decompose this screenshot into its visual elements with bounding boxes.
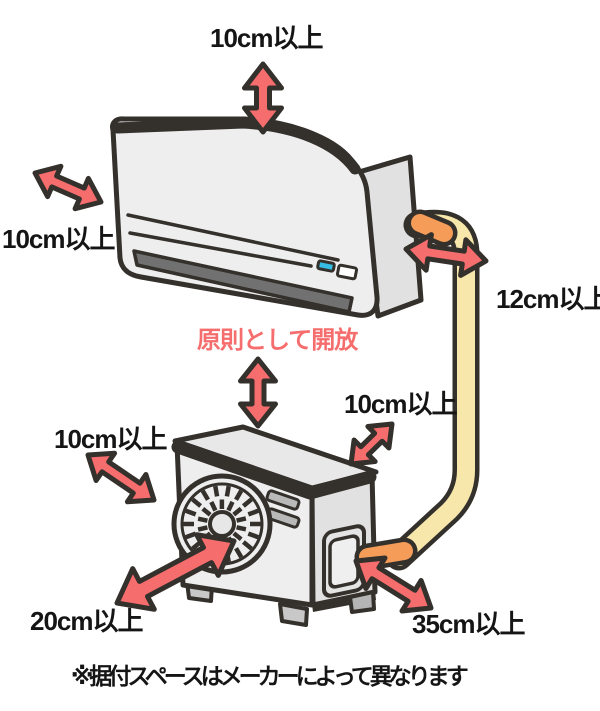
valve-cover-panel bbox=[322, 524, 366, 598]
label-indoor-top-clearance: 10cm以上 bbox=[210, 23, 323, 53]
fan-slat bbox=[200, 489, 210, 501]
outdoor-unit-top-band bbox=[171, 440, 377, 500]
fan-slat bbox=[226, 500, 235, 512]
label-outdoor-left-clearance: 10cm以上 bbox=[54, 424, 167, 454]
clearance-arrow-indoor-top bbox=[242, 61, 284, 135]
unit-foot bbox=[278, 602, 309, 627]
fan-slat bbox=[185, 531, 197, 540]
fan-slat bbox=[236, 525, 247, 532]
clearance-arrow-pipe-side bbox=[403, 232, 489, 278]
clearance-arrow-indoor-left bbox=[32, 163, 104, 212]
indoor-unit-vent-line bbox=[126, 213, 340, 262]
fan-slat bbox=[247, 531, 259, 540]
refrigerant-pipe bbox=[354, 209, 480, 571]
clearance-arrow-outdoor-left bbox=[85, 450, 157, 505]
clearance-arrows bbox=[32, 61, 489, 614]
unit-foot bbox=[348, 590, 376, 614]
clearance-arrow-outdoor-topright bbox=[348, 421, 395, 467]
fan-slat bbox=[232, 531, 243, 541]
fan-slat bbox=[191, 497, 203, 508]
label-outdoor-front-clearance: 20cm以上 bbox=[30, 606, 143, 636]
indoor-unit-illustration bbox=[110, 116, 424, 319]
clearance-arrow-outdoor-top bbox=[238, 356, 278, 429]
fan-slat bbox=[201, 507, 212, 517]
fan-grille-hub bbox=[208, 510, 236, 538]
fan-slat bbox=[236, 516, 247, 523]
outdoor-unit-illustration bbox=[171, 424, 379, 627]
clearance-arrow-outdoor-front bbox=[114, 532, 237, 612]
fan-slat bbox=[234, 489, 244, 501]
fan-slat bbox=[197, 516, 208, 523]
indoor-unit-outlet-slat bbox=[132, 249, 354, 314]
fan-slat bbox=[241, 497, 253, 508]
pipe-joint-top bbox=[411, 214, 453, 242]
fan-slat bbox=[224, 485, 231, 497]
pipe-joint-bottom bbox=[359, 542, 413, 566]
clearance-arrow-outdoor-right bbox=[353, 555, 434, 614]
label-open-as-a-rule-note: 原則として開放 bbox=[197, 327, 358, 354]
fan-slat bbox=[209, 501, 218, 512]
indoor-unit-vent-line bbox=[128, 231, 313, 268]
fan-slat bbox=[234, 547, 244, 559]
fan-slat bbox=[247, 508, 259, 517]
label-pipe-side-clearance: 12cm以上 bbox=[496, 284, 600, 314]
label-outdoor-top-clearance: 10cm以上 bbox=[344, 389, 457, 419]
fan-slat bbox=[232, 506, 243, 517]
label-footer-disclaimer: ※据付スペースはメーカーによって異なります bbox=[71, 663, 469, 689]
indoor-unit-indicator-light bbox=[316, 259, 336, 273]
vent-slot bbox=[265, 489, 301, 511]
fan-slat bbox=[197, 525, 208, 532]
indoor-unit-display-button bbox=[335, 263, 359, 281]
fan-slat bbox=[185, 508, 197, 517]
fan-slat bbox=[213, 485, 220, 497]
indoor-unit-top-band bbox=[111, 117, 361, 175]
fan-slat bbox=[241, 540, 253, 551]
label-outdoor-right-clearance: 35cm以上 bbox=[412, 609, 525, 639]
label-indoor-left-clearance: 10cm以上 bbox=[2, 224, 115, 254]
